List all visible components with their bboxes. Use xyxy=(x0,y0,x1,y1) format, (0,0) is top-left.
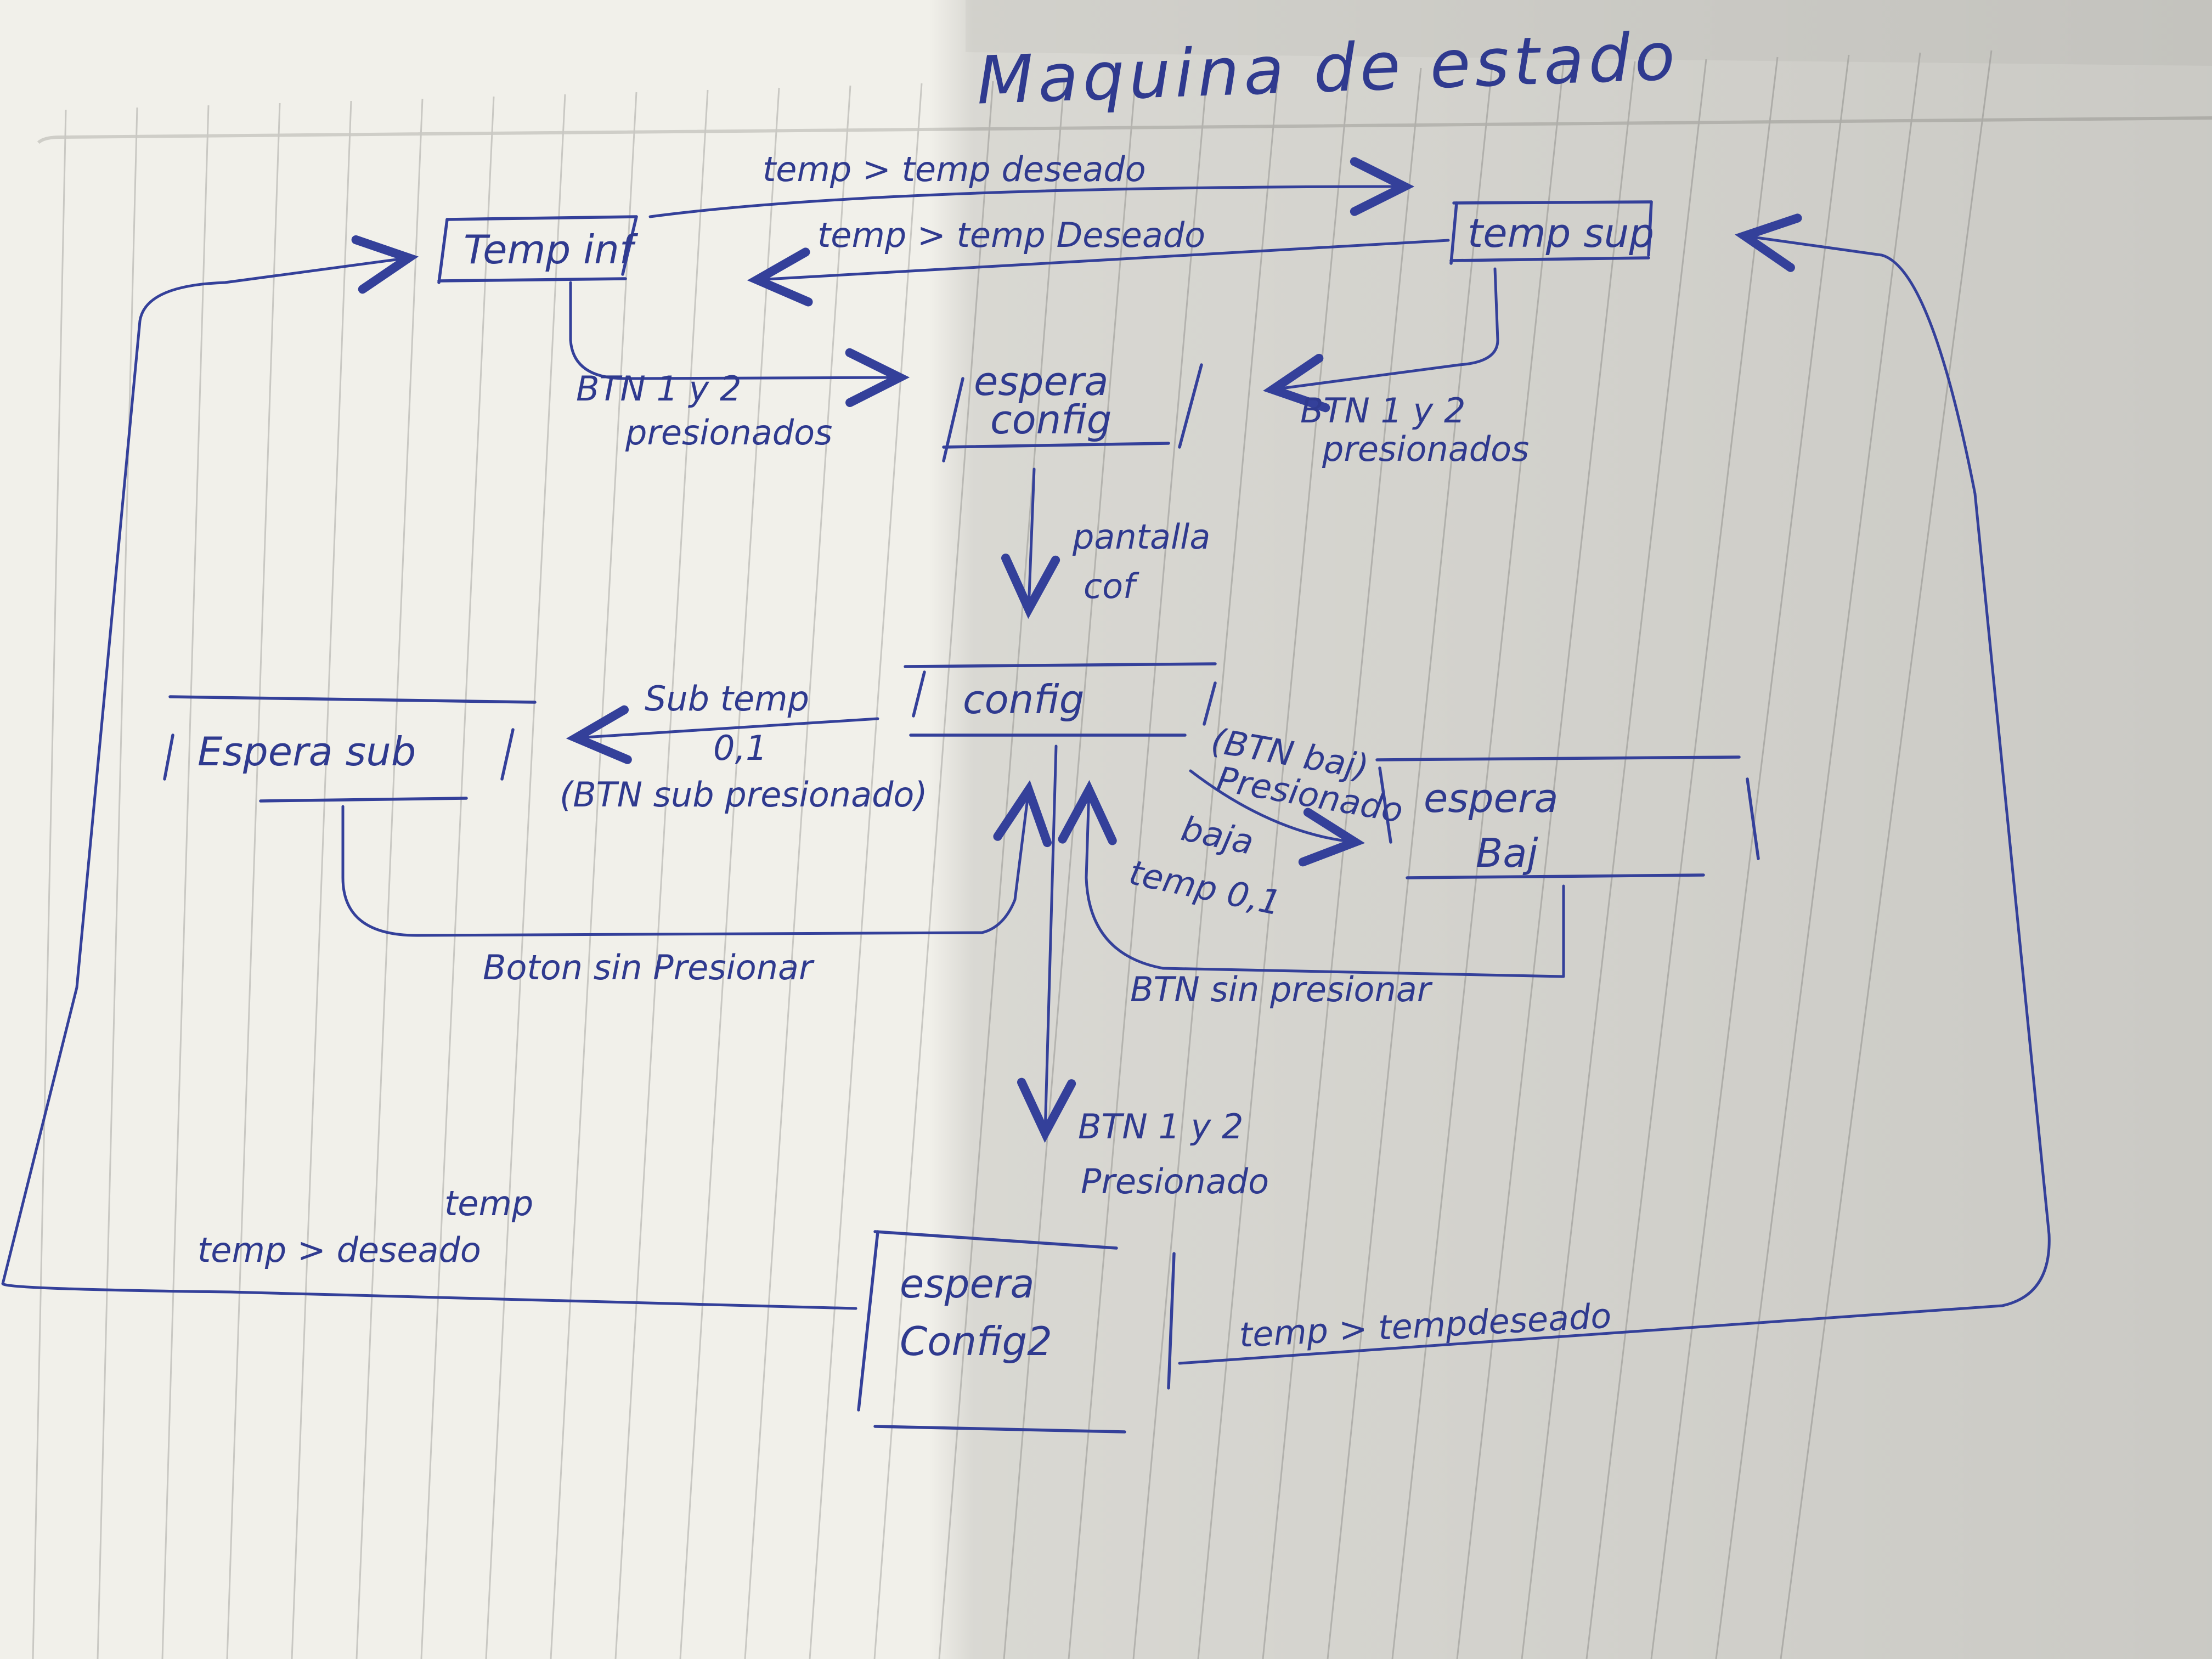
label-inf-to-espera-line2: presionados xyxy=(625,413,832,453)
label-sup-to-espera-line1: BTN 1 y 2 xyxy=(1300,391,1466,431)
transition-inf-to-espera-config: BTN 1 y 2 presionados xyxy=(569,281,910,453)
state-espera-config2-line2: Config2 xyxy=(900,1318,1052,1364)
state-espera-config2: espera Config2 xyxy=(857,1230,1176,1434)
state-temp-inf-label: Temp inf xyxy=(464,227,639,273)
state-config: config xyxy=(904,662,1217,737)
label-config-to-sub-line2: 0,1 xyxy=(713,728,768,768)
transition-sub-to-config: Boton sin Presionar xyxy=(341,780,1052,988)
state-temp-inf: Temp inf xyxy=(437,215,639,284)
state-espera-sub: Espera sub xyxy=(163,695,537,803)
transition-sup-to-espera-config: BTN 1 y 2 presionados xyxy=(1262,267,1529,469)
label-espera-to-config-line1: pantalla xyxy=(1072,517,1210,557)
label-sup-to-inf: temp > temp Deseado xyxy=(817,215,1205,255)
state-espera-baj: espera Baj xyxy=(1375,755,1760,879)
state-temp-sup-label: temp sup xyxy=(1468,210,1654,256)
state-espera-config2-line1: espera xyxy=(900,1261,1035,1307)
label-inf-to-sup: temp > temp deseado xyxy=(763,149,1146,189)
label-config-to-config2-line2: Presionado xyxy=(1081,1161,1269,1201)
transition-sup-to-inf: temp > temp Deseado xyxy=(747,215,1450,307)
transition-inf-to-sup: temp > temp deseado xyxy=(648,149,1415,218)
transition-config2-to-inf: temp temp > deseado xyxy=(1,235,857,1310)
state-config-label: config xyxy=(963,676,1084,723)
state-espera-config-line1: espera xyxy=(974,358,1109,404)
label-config-to-config2-line1: BTN 1 y 2 xyxy=(1078,1107,1244,1147)
label-config-to-sub-line3: (BTN sub presionado) xyxy=(560,775,928,815)
label-espera-to-config-line2: cof xyxy=(1084,566,1139,606)
transition-config-to-config2: BTN 1 y 2 Presionado xyxy=(1017,744,1269,1201)
label-sup-to-espera-line2: presionados xyxy=(1322,429,1529,469)
label-config-to-sub-line1: Sub temp xyxy=(645,679,809,719)
label-sub-to-config: Boton sin Presionar xyxy=(483,947,815,988)
state-espera-config: espera config xyxy=(942,358,1203,462)
label-inf-to-espera-line1: BTN 1 y 2 xyxy=(576,369,742,409)
transition-config-to-sub: Sub temp 0,1 (BTN sub presionado) xyxy=(560,679,928,815)
state-espera-config-line2: config xyxy=(990,397,1111,443)
transition-espera-to-config: pantalla cof xyxy=(1001,467,1210,619)
transition-baj-to-config: BTN sin presionar xyxy=(1058,780,1565,1009)
state-espera-baj-line2: Baj xyxy=(1476,830,1538,876)
state-temp-sup: temp sup xyxy=(1449,200,1654,265)
state-espera-baj-line1: espera xyxy=(1424,775,1559,821)
label-baj-to-config: BTN sin presionar xyxy=(1130,969,1433,1009)
label-config2-to-inf-line1: temp xyxy=(444,1183,533,1223)
label-config2-to-inf-line2: temp > deseado xyxy=(198,1230,481,1270)
state-espera-sub-label: Espera sub xyxy=(198,729,416,775)
